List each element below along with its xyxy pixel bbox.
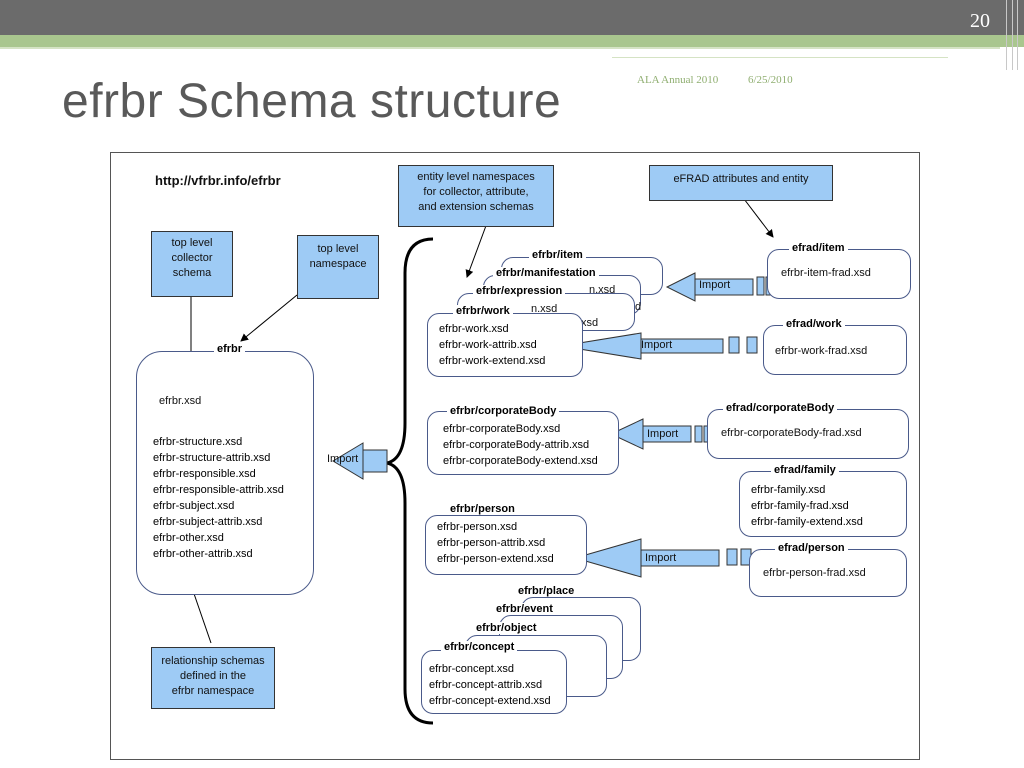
file-item: efrbr-corporateBody.xsd — [443, 423, 561, 435]
file-item: efrbr-person-attrib.xsd — [437, 537, 546, 549]
work-file-list: efrbr-work.xsd efrbr-work-attrib.xsd efr… — [439, 321, 545, 369]
callout-line: eFRAD attributes and entity — [673, 173, 809, 185]
file-item: efrbr-concept-attrib.xsd — [429, 679, 543, 691]
object-header: efrbr/object — [473, 622, 540, 634]
event-header: efrbr/event — [493, 603, 556, 615]
person-card — [425, 515, 587, 575]
diagram-connectors — [187, 194, 774, 725]
efrad-work-header: efrad/work — [783, 318, 845, 330]
peek-text: xsd — [581, 317, 599, 329]
file-item: efrbr-structure.xsd — [153, 436, 243, 448]
efrad-work-card — [763, 325, 907, 375]
import-label-item: Import — [699, 279, 731, 291]
concept-header: efrbr/concept — [441, 641, 518, 653]
footer-date: 6/25/2010 — [748, 74, 793, 86]
expression-header: efrbr/expression — [473, 285, 566, 297]
concept-card — [421, 650, 567, 714]
efrbr-file-list: efrbr-structure.xsd efrbr-structure-attr… — [153, 434, 284, 562]
file-item: efrbr-other.xsd — [153, 532, 224, 544]
corporate-card — [427, 411, 619, 475]
import-label-person: Import — [645, 552, 677, 564]
corporate-file-list: efrbr-corporateBody.xsd efrbr-corporateB… — [443, 421, 598, 469]
slide-accent-bar — [0, 35, 1024, 47]
file-item: efrbr-concept.xsd — [429, 663, 514, 675]
decorative-line — [1006, 0, 1007, 70]
item-header: efrbr/item — [529, 249, 586, 261]
efrad-family-header: efrad/family — [771, 464, 839, 476]
efrad-family-card — [739, 471, 907, 537]
efrbr-root-card — [136, 351, 314, 595]
file-item: efrbr-person-extend.xsd — [437, 553, 554, 565]
schema-diagram: http://vfrbr.info/efrbr top level collec… — [110, 152, 920, 760]
slide-title: efrbr Schema structure — [62, 75, 562, 128]
person-header: efrbr/person — [447, 503, 518, 515]
file-item: efrbr-structure-attrib.xsd — [153, 452, 271, 464]
callout-top-level-collector: top level collector schema — [151, 231, 233, 297]
efrbr-root-header: efrbr — [214, 343, 246, 355]
file-item: efrbr-subject.xsd — [153, 500, 235, 512]
file-item: efrbr-family.xsd — [751, 484, 826, 496]
callout-line: and extension schemas — [418, 201, 534, 213]
import-label-work: Import — [641, 339, 673, 351]
slide-top-bar — [0, 0, 1024, 35]
callout-efrad: eFRAD attributes and entity — [649, 165, 833, 201]
efrad-item-header: efrad/item — [789, 242, 848, 254]
efrad-corporate-file: efrbr-corporateBody-frad.xsd — [721, 427, 862, 439]
decorative-line — [1017, 0, 1018, 70]
efrad-family-file-list: efrbr-family.xsd efrbr-family-frad.xsd e… — [751, 482, 863, 530]
callout-line: efrbr namespace — [171, 685, 255, 697]
file-item: efrbr-family-frad.xsd — [751, 500, 849, 512]
callout-entity-namespaces: entity level namespaces for collector, a… — [398, 165, 554, 227]
callout-relationship-schemas: relationship schemas defined in the efrb… — [151, 647, 275, 709]
callout-line: schema — [172, 267, 212, 279]
slide-number: 20 — [970, 10, 990, 32]
import-label-main: Import — [327, 453, 359, 465]
file-item: efrbr-concept-extend.xsd — [429, 695, 551, 707]
slide-accent-line — [0, 47, 1000, 49]
callout-line: entity level namespaces — [417, 171, 535, 183]
efrad-corporate-header: efrad/corporateBody — [723, 402, 838, 414]
callout-line: defined in the — [179, 670, 247, 682]
footer-divider — [612, 57, 948, 58]
file-item: efrbr-work-extend.xsd — [439, 355, 546, 367]
file-item: efrbr-responsible-attrib.xsd — [153, 484, 284, 496]
file-item: efrbr-corporateBody-extend.xsd — [443, 455, 598, 467]
file-item: efrbr-family-extend.xsd — [751, 516, 863, 528]
peek-text: n.xsd — [589, 284, 616, 296]
file-item: efrbr-subject-attrib.xsd — [153, 516, 263, 528]
file-item: efrbr-work-attrib.xsd — [439, 339, 537, 351]
place-header: efrbr/place — [515, 585, 578, 597]
callout-line: collector — [171, 252, 213, 264]
callout-line: for collector, attribute, — [423, 186, 529, 198]
callout-line: top level — [317, 243, 359, 255]
efrad-corporate-card — [707, 409, 909, 459]
callout-top-level-namespace: top level namespace — [297, 235, 379, 299]
file-item: efrbr-corporateBody-attrib.xsd — [443, 439, 590, 451]
decorative-line — [1012, 0, 1013, 70]
namespace-url: http://vfrbr.info/efrbr — [155, 173, 281, 188]
callout-line: relationship schemas — [161, 655, 265, 667]
work-card — [427, 313, 583, 377]
peek-text: n.xsd — [531, 303, 558, 315]
corporate-header: efrbr/corporateBody — [447, 405, 560, 417]
callout-line: top level — [171, 237, 213, 249]
file-item: efrbr-responsible.xsd — [153, 468, 256, 480]
efrbr-top-file: efrbr.xsd — [159, 395, 202, 407]
footer-event: ALA Annual 2010 — [637, 74, 719, 86]
peek-text: d — [635, 301, 642, 313]
import-label-corporate: Import — [647, 428, 679, 440]
file-item: efrbr-person.xsd — [437, 521, 518, 533]
manifestation-header: efrbr/manifestation — [493, 267, 599, 279]
efrad-person-file: efrbr-person-frad.xsd — [763, 567, 866, 579]
file-item: efrbr-other-attrib.xsd — [153, 548, 253, 560]
work-header: efrbr/work — [453, 305, 513, 317]
efrad-person-header: efrad/person — [775, 542, 848, 554]
person-file-list: efrbr-person.xsd efrbr-person-attrib.xsd… — [437, 519, 554, 567]
efrad-work-file: efrbr-work-frad.xsd — [775, 345, 868, 357]
callout-line: namespace — [309, 258, 367, 270]
file-item: efrbr-work.xsd — [439, 323, 509, 335]
efrad-item-file: efrbr-item-frad.xsd — [781, 267, 871, 279]
concept-file-list: efrbr-concept.xsd efrbr-concept-attrib.x… — [429, 661, 551, 709]
